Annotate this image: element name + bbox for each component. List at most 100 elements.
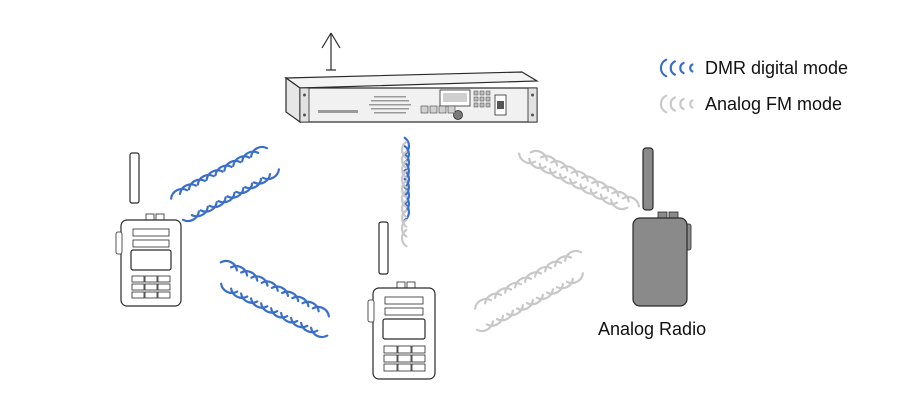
radio-wave-blue-icon	[659, 58, 694, 78]
wave-arc	[689, 99, 694, 109]
wave-arc	[518, 152, 537, 165]
wave-arc	[300, 321, 319, 334]
wave-arc	[689, 63, 694, 73]
wave-arc	[232, 155, 251, 167]
wave-arc	[270, 285, 290, 297]
wave-arc	[250, 275, 269, 287]
repeater-rack-icon	[284, 32, 540, 124]
wave-arc	[504, 281, 523, 294]
wave-arc	[280, 311, 299, 324]
wave-arc	[560, 165, 579, 177]
wave-arc	[400, 189, 408, 209]
wave-arc	[485, 314, 504, 327]
wave-arc	[555, 277, 574, 290]
wave-arc	[579, 183, 598, 195]
wave-arc	[515, 298, 534, 311]
wave-repeater-left-b	[181, 168, 280, 223]
wave-arc	[223, 159, 242, 172]
wave-arc	[178, 183, 197, 195]
wave-arc	[610, 198, 629, 211]
wave-arc	[270, 307, 289, 319]
wave-arc	[400, 170, 408, 189]
wave-arc	[528, 157, 547, 170]
wave-arc	[558, 173, 578, 185]
radio-wave-links	[170, 136, 640, 339]
wave-arc	[591, 180, 610, 193]
legend: DMR digital mode Analog FM mode	[659, 58, 848, 114]
wave-arc	[495, 309, 514, 322]
wave-arc	[564, 249, 583, 262]
wave-arc	[241, 150, 260, 163]
wave-arc	[260, 280, 279, 292]
wave-arc	[535, 288, 554, 301]
wave-arc	[601, 185, 620, 198]
wave-arc	[554, 255, 573, 268]
wave-left-center	[219, 259, 330, 318]
wave-arc	[250, 145, 269, 158]
wave-arc	[669, 96, 676, 112]
wave-arc	[505, 304, 524, 317]
wave-arc	[550, 160, 569, 172]
wave-center-right	[475, 272, 584, 333]
wave-arc	[181, 210, 200, 223]
wave-arc	[514, 276, 533, 289]
wave-arc	[244, 177, 263, 190]
wave-left-center-b	[220, 282, 329, 339]
wave-arc	[260, 302, 279, 314]
wave-arc	[301, 300, 320, 313]
radio-wave-gray-icon	[659, 94, 694, 114]
wave-arc	[401, 160, 408, 179]
wave-arc	[599, 193, 619, 206]
wave-center-right-b	[474, 249, 583, 310]
analog-handheld-radio-icon	[632, 147, 692, 307]
wave-arc	[196, 173, 215, 186]
wave-arc	[310, 326, 329, 339]
radio-center	[367, 221, 436, 380]
wave-arc	[621, 195, 640, 208]
wave-arc	[230, 287, 249, 299]
wave-arc	[187, 178, 206, 191]
wave-arc	[400, 199, 408, 218]
wave-arc	[589, 188, 608, 200]
legend-digital-label: DMR digital mode	[705, 58, 848, 78]
wave-arc	[253, 173, 272, 185]
wave-arc	[659, 94, 668, 114]
wave-arc	[205, 169, 224, 181]
wave-arc	[529, 149, 548, 162]
wave-arc	[474, 297, 493, 310]
wave-arc	[534, 265, 553, 278]
wave-arc	[400, 179, 408, 199]
wave-arc	[291, 295, 310, 308]
wave-arc	[679, 61, 685, 75]
wave-arc	[401, 209, 408, 228]
wave-arc	[311, 305, 330, 318]
wave-arc	[494, 287, 513, 300]
wave-arc	[548, 167, 567, 180]
wave-arc	[565, 272, 584, 285]
wave-arc	[250, 297, 269, 309]
wave-arc	[679, 97, 685, 111]
wave-arc	[570, 170, 589, 182]
wave-arc	[208, 196, 227, 209]
wave-arc	[400, 150, 408, 170]
wave-arc	[659, 58, 668, 78]
wave-arc	[400, 228, 408, 248]
wave-arc	[220, 282, 239, 295]
wave-arc	[475, 320, 494, 333]
wave-arc	[611, 190, 630, 203]
wave-arc	[199, 201, 218, 213]
wave-arc	[669, 60, 676, 76]
wave-arc	[229, 264, 249, 277]
wave-arc	[484, 292, 503, 305]
wave-repeater-left	[170, 145, 269, 200]
wave-arc	[538, 162, 557, 175]
wave-arc	[545, 282, 564, 295]
wave-arc	[226, 187, 245, 199]
wave-arc	[240, 292, 259, 304]
analog-radio-label: Analog Radio	[598, 319, 706, 339]
wave-repeater-right	[518, 152, 629, 211]
wave-repeater-right-b	[529, 149, 640, 208]
wave-arc	[190, 205, 209, 218]
wave-arc	[400, 140, 408, 160]
